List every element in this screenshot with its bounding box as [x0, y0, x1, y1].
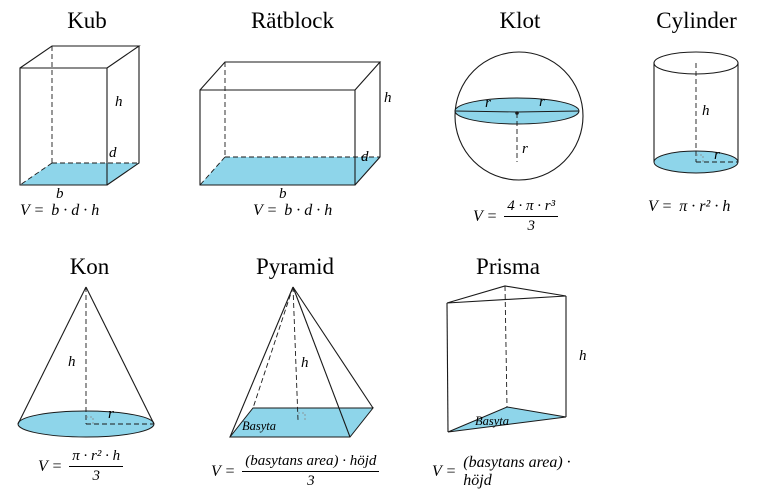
formula-lhs: V = [211, 462, 236, 480]
fraction-numerator: 4 · π · r³ [504, 198, 559, 218]
ratblock-height-label: h [384, 90, 392, 106]
prisma-title: Prisma [476, 254, 540, 279]
fraction-numerator: π · r² · h [69, 448, 124, 468]
kub-formula: V = b · d · h [20, 202, 172, 220]
kub-drawing: h d b [19, 45, 141, 200]
formula-lhs: V = [432, 463, 457, 480]
klot-title: Klot [499, 8, 541, 33]
ratblock-title: Rätblock [250, 8, 335, 33]
ratblock-width-label: b [279, 186, 287, 200]
formula-lhs: V = [253, 202, 278, 219]
prisma-base-face [447, 406, 567, 433]
prisma-height-label: h [579, 348, 587, 364]
kon-axis-and-radius [85, 287, 154, 425]
formula-lhs: V = [38, 457, 63, 475]
klot-radius-right-label: r [539, 94, 545, 110]
pyramid-drawing: h Basyta [228, 286, 375, 438]
kon-drawing: h r [17, 286, 155, 438]
kon-radius-label: r [108, 406, 114, 422]
figure-kub: Kub h d b V = b · d · h [2, 6, 172, 220]
pyramid-height-label: h [301, 355, 309, 371]
prisma-drawing: h Basyta [446, 285, 587, 433]
figure-pyramid: Pyramid h Basyta V = (basytans area) · h… [195, 252, 395, 491]
ratblock-formula: V = b · d · h [253, 202, 400, 220]
kub-title: Kub [67, 8, 107, 33]
figure-prisma: Prisma h Basyta V = (basytans area) · hö… [413, 252, 603, 490]
kub-bottom-face [20, 163, 139, 185]
fraction-denominator: 3 [92, 468, 100, 485]
figure-ratblock: Rätblock h d b V = b · d · h [185, 6, 400, 220]
formula-rhs: b · d · h [51, 202, 100, 219]
klot-radius-down-label: r [522, 141, 528, 157]
klot-radius-right [516, 110, 580, 113]
kub-depth-label: d [109, 145, 117, 161]
kon-height-label: h [68, 354, 76, 370]
figure-klot: Klot r r r V = 4 · π · r³ 3 [430, 6, 610, 236]
pyramid-title: Pyramid [256, 254, 334, 279]
cylinder-formula: V = π · r² · h [648, 198, 768, 216]
figure-cylinder: Cylinder h r V = π · r² · h [625, 6, 768, 216]
kub-solid-edges [19, 45, 141, 186]
kon-side-edges [17, 286, 155, 425]
ratblock-bottom-face [200, 157, 380, 185]
klot-radius-left [454, 110, 518, 113]
formula-fraction: π · r² · h 3 [69, 448, 124, 486]
formula-rhs: b · d · h [284, 202, 333, 219]
formula-lhs: V = [473, 207, 498, 225]
formula-rhs: (basytans area) · höjd [463, 454, 571, 489]
pyramid-formula: V = (basytans area) · höjd 3 [211, 453, 395, 491]
kon-title: Kon [69, 254, 110, 279]
cylinder-radius-label: r [714, 147, 720, 163]
cylinder-drawing: h r [653, 51, 739, 174]
prisma-solid-edges [446, 285, 567, 433]
ratblock-drawing: h d b [199, 61, 392, 200]
pyramid-hidden-edges [252, 286, 299, 421]
fraction-denominator: 3 [527, 218, 535, 235]
pyramid-solid-edges [229, 286, 374, 438]
cylinder-axis [695, 63, 738, 163]
formula-fraction: 4 · π · r³ 3 [504, 198, 559, 236]
prisma-formula: V = (basytans area) · höjd [432, 454, 603, 490]
ratblock-hidden-edges [199, 62, 380, 186]
klot-formula: V = 4 · π · r³ 3 [473, 198, 610, 236]
cylinder-title: Cylinder [656, 8, 737, 33]
formula-rhs: π · r² · h [679, 198, 731, 215]
ratblock-depth-label: d [361, 149, 369, 165]
kub-width-label: b [56, 186, 64, 200]
fraction-numerator: (basytans area) · höjd [242, 453, 380, 473]
cylinder-side-edges [653, 63, 739, 162]
formula-lhs: V = [648, 198, 673, 215]
fraction-denominator: 3 [307, 473, 315, 490]
prisma-hidden-edges [504, 285, 508, 408]
klot-drawing: r r r [454, 51, 584, 181]
formula-fraction: (basytans area) · höjd 3 [242, 453, 380, 491]
prisma-base-label: Basyta [475, 414, 509, 428]
kon-formula: V = π · r² · h 3 [38, 448, 177, 486]
formula-lhs: V = [20, 202, 45, 219]
figure-kon: Kon h r V = π · r² · h 3 [2, 252, 177, 486]
kub-hidden-edges [19, 46, 139, 186]
klot-radius-left-label: r [485, 95, 491, 111]
cylinder-height-label: h [702, 103, 710, 119]
kub-height-label: h [115, 94, 123, 110]
pyramid-base-label: Basyta [242, 419, 276, 433]
